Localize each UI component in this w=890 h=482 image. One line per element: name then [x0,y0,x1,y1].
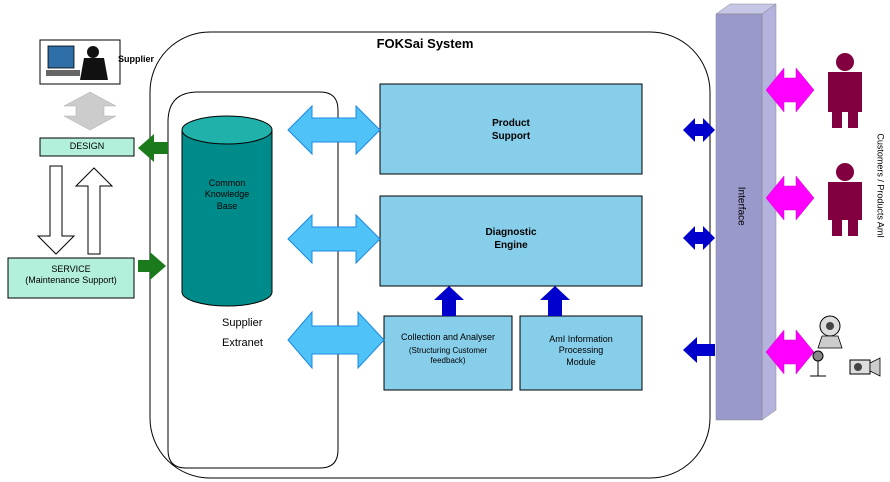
down-arrow [36,165,76,255]
interface-label: Interface [735,186,747,226]
design-label: DESIGN [69,141,105,151]
collection-label: Collection and Analyser (Structuring Cus… [384,332,512,366]
up-arrow [74,167,114,255]
person-icon-1 [828,53,862,128]
magenta-arrow-2 [765,175,815,221]
double-arrow-collection [287,310,385,370]
kb-line-1: Common [208,178,246,188]
collection-line-2: (Structuring Customer [408,346,488,356]
extranet-line-1: Supplier [222,317,263,329]
microphone-icon [810,350,826,377]
blue-double-arrow-1 [683,118,715,142]
collection-line-1: Collection and Analyser [400,332,496,342]
product-support-line-1: Product [492,118,530,129]
diagnostic-engine-box [379,195,643,287]
blue-double-arrow-2 [683,226,715,250]
kb-line-3: Base [216,200,238,211]
collection-line-3: feedback) [430,356,466,366]
ami-line-3: Module [566,356,596,367]
camera-icon [849,357,881,377]
supplier-label: Supplier [118,54,155,64]
collection-analyser-box [383,315,513,391]
person-icon-2 [828,163,862,236]
product-support-box [379,83,643,175]
service-label: SERVICE (Maintenance Support) [8,264,134,287]
diagnostic-line-1: Diagnostic [485,227,537,238]
green-arrow-design [138,134,168,162]
magenta-arrow-1 [765,67,815,113]
supplier-computer-icon [39,39,121,85]
ami-module-box [519,315,643,391]
supplier-extranet-boundary [167,91,339,469]
webcam-icon [817,315,843,349]
ami-line-2: Processing [558,345,604,356]
design-box [39,137,135,157]
product-support-label: Product Support [380,118,642,143]
extranet-line-2: Extranet [222,336,263,349]
diagnostic-label: Diagnostic Engine [380,227,642,252]
customers-label: Customers / Products AmI [875,133,886,238]
service-box [7,257,135,299]
system-title: FOKSai System [376,36,474,51]
interface-bar [715,3,777,421]
extranet-label: Supplier Extranet [222,314,292,354]
product-support-line-2: Support [491,130,531,142]
knowledge-base-label: Common Knowledge Base [182,178,272,212]
knowledge-base-cylinder [181,115,273,307]
up-arrow-collection [434,286,464,316]
grey-double-arrow [63,91,117,131]
service-line-2: (Maintenance Support) [25,275,117,286]
ami-line-1: AmI Information [549,334,613,344]
double-arrow-product [287,104,381,156]
diagnostic-line-2: Engine [494,239,528,251]
double-arrow-diagnostic [287,213,381,265]
magenta-arrow-3 [765,329,815,375]
kb-line-2: Knowledge [204,189,250,200]
ami-module-label: AmI Information Processing Module [520,334,642,368]
blue-left-arrow [683,337,715,363]
green-arrow-service [138,252,166,280]
up-arrow-ami [540,286,570,316]
service-line-1: SERVICE [51,264,91,274]
